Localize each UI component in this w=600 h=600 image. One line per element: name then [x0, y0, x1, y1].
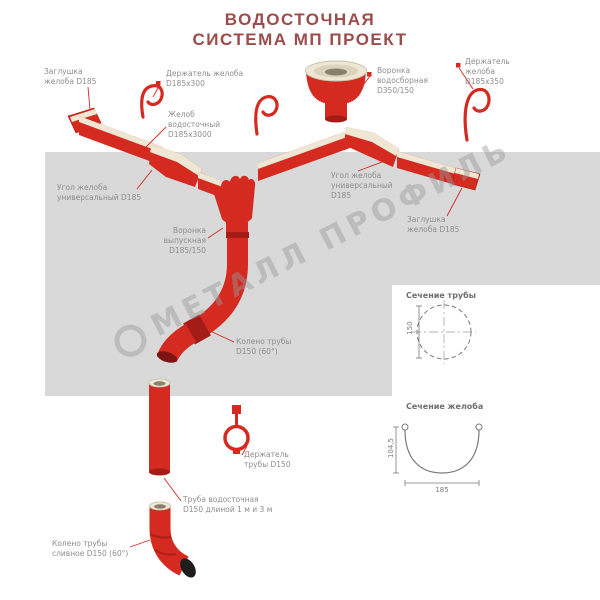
gutter-left-part [79, 116, 163, 166]
title-line1: ВОДОСТОЧНАЯ [224, 10, 376, 29]
label-pipe-elbow: Колено трубы D150 (60°) [236, 337, 292, 356]
gutter-corner-left-part [149, 145, 202, 187]
label-pipe-holder: Держатель трубы D150 [244, 450, 291, 469]
gutter-hook-left-icon [140, 84, 164, 119]
leader-lines [87, 67, 474, 548]
label-corner-left: Угол желоба универсальный D185 [57, 183, 142, 202]
gutter-right-part [397, 151, 459, 186]
label-gutter-holder-350: Держатель желоба D185х350 [465, 57, 510, 86]
gutter-hook-right-icon [463, 87, 491, 142]
gutter-corner-right-part [344, 127, 399, 167]
label-gutter-section: Сечение желоба [406, 402, 484, 411]
pipe-diameter-dim: 150 [406, 321, 414, 335]
downpipe-socket-part [226, 232, 249, 266]
label-endcap-right: Заглушка желоба D185 [407, 215, 460, 234]
gutter-depth-dim: 104,5 [387, 437, 395, 459]
label-gutter-holder-300: Держатель желоба D185х300 [166, 69, 244, 88]
title-line2: СИСТЕМА МП ПРОЕКТ [192, 30, 408, 50]
gutter-right-rising-part [258, 130, 350, 181]
pipe-elbow-part [156, 263, 248, 363]
outlet-funnel-part [214, 175, 256, 232]
label-gutter: Желоб водосточный D185х3000 [168, 110, 220, 139]
label-drain-elbow: Колено трубы сливное D150 (60°) [52, 539, 129, 558]
pipe-section-diagram [412, 300, 476, 364]
gutter-hook-middle-icon [254, 95, 279, 136]
label-outlet-funnel: Воронка выпускная D185/150 [163, 226, 206, 255]
label-downpipe: Труба водосточная D150 длиной 1 м и 3 м [183, 495, 273, 514]
label-endcap-left: Заглушка желоба D185 [44, 67, 97, 86]
drain-elbow-part [149, 501, 196, 578]
gutter-endcap-right-part [451, 167, 481, 191]
leader-markers [156, 63, 461, 86]
label-corner-right: Угол желоба универсальный D185 [331, 171, 393, 200]
label-pipe-section: Сечение трубы [406, 291, 476, 300]
gutter-section-diagram [393, 423, 483, 486]
page-title: ВОДОСТОЧНАЯ СИСТЕМА МП ПРОЕКТ [0, 10, 600, 51]
label-collecting-funnel: Воронка водосборная D350/150 [377, 66, 428, 95]
downpipe-part [148, 378, 171, 476]
pipe-holder-part [223, 405, 250, 454]
collection-funnel-part [305, 60, 367, 123]
gutter-width-dim: 185 [435, 486, 449, 494]
